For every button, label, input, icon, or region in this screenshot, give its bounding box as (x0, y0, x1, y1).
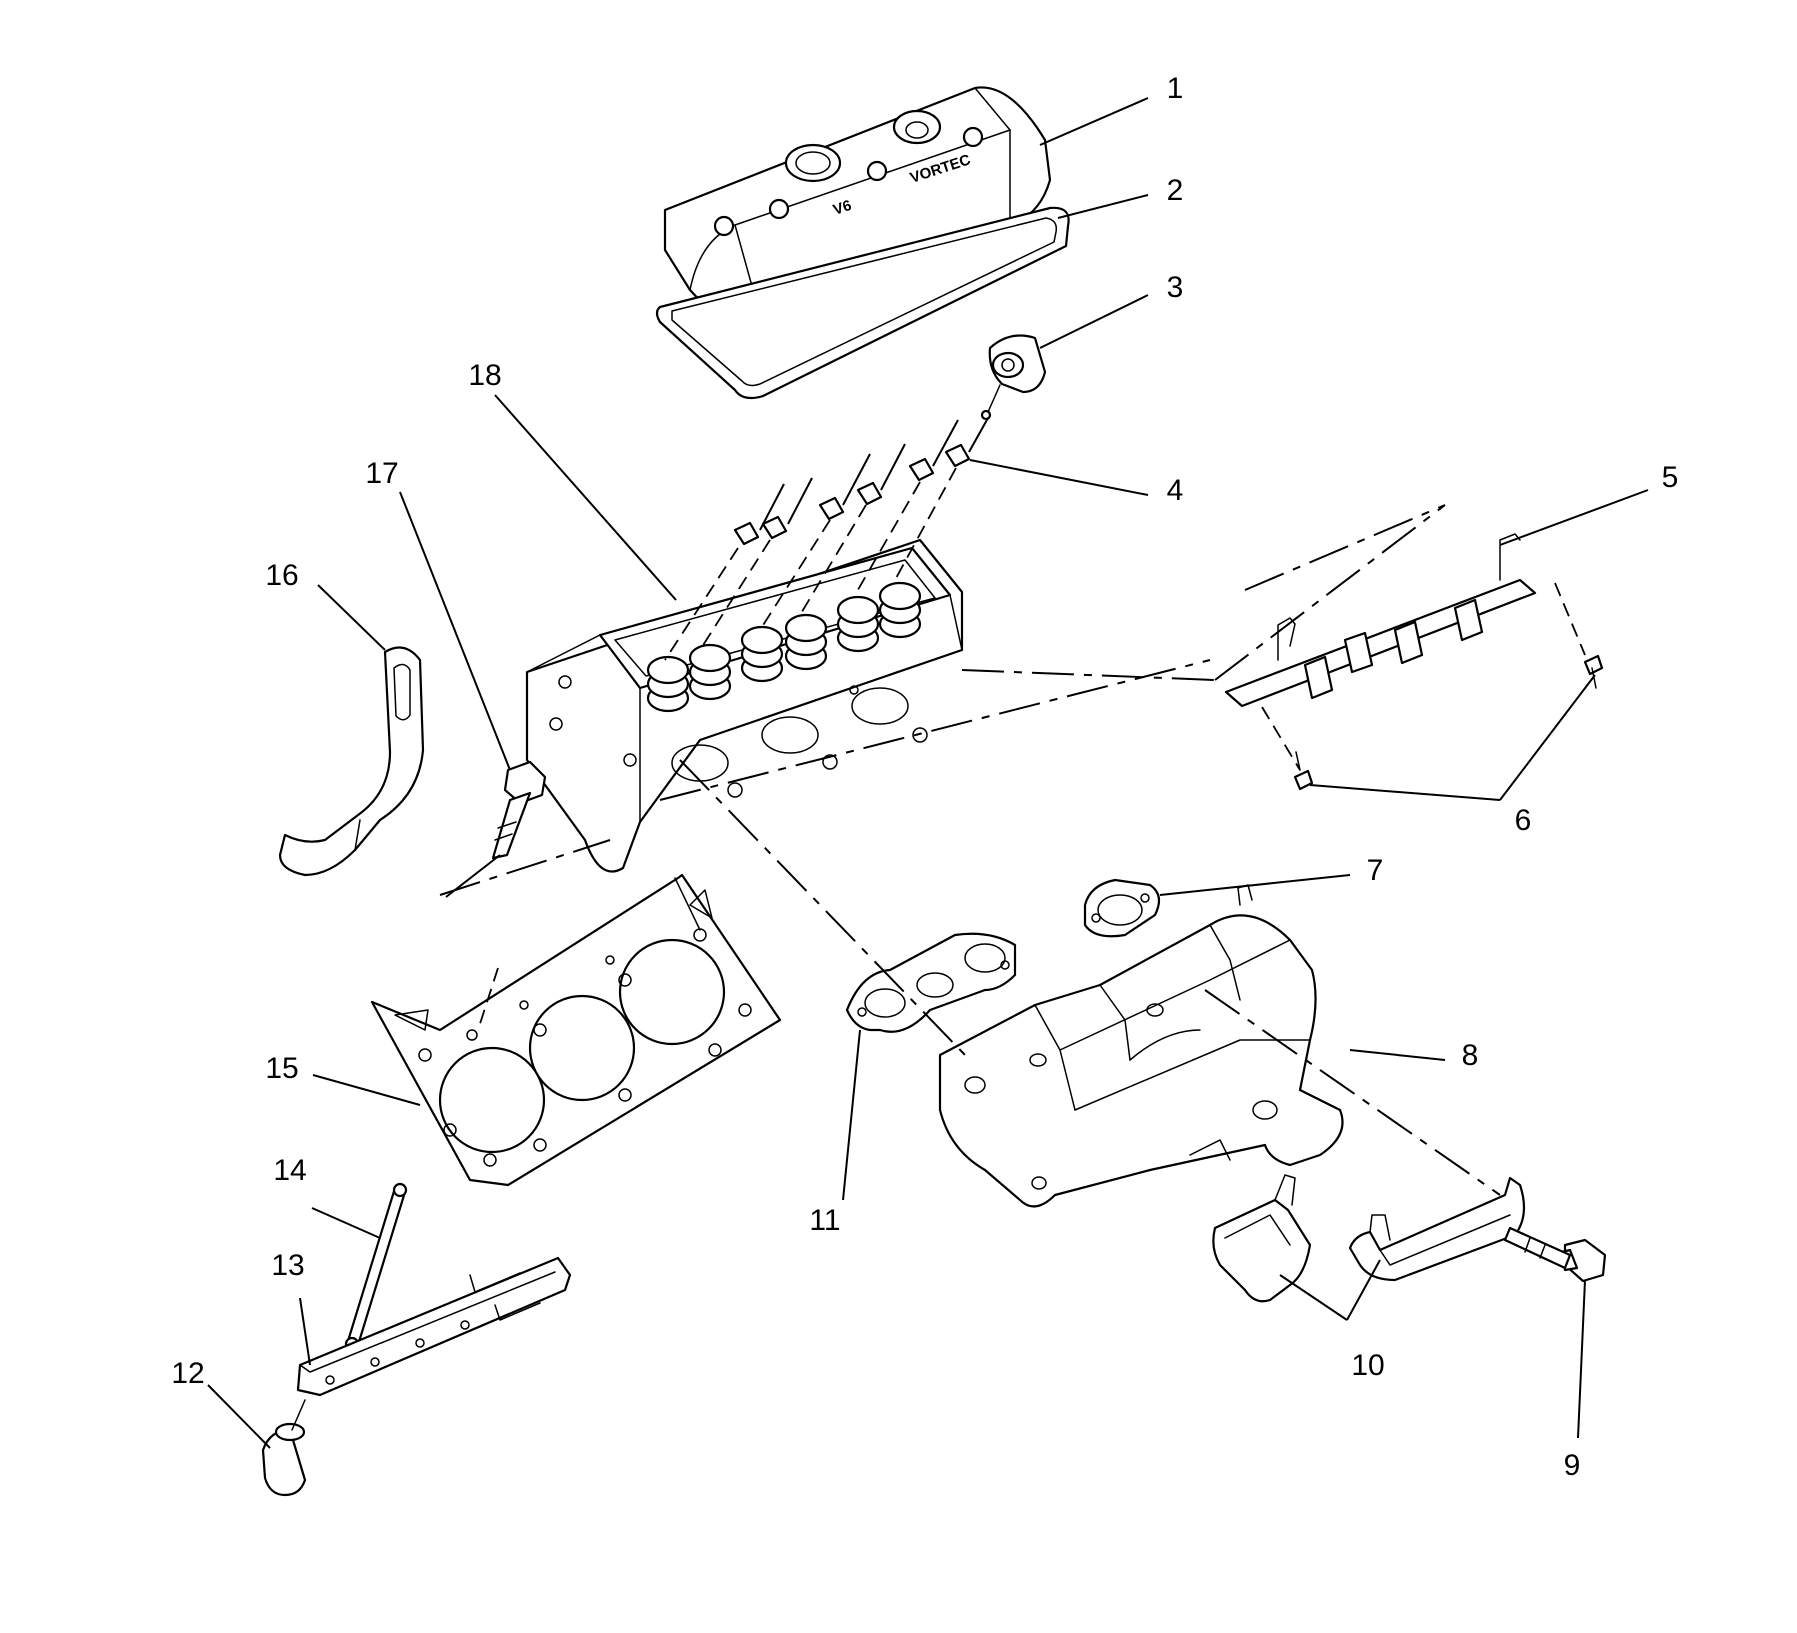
callout-8: 8 (1462, 1039, 1479, 1072)
part-lift-bracket (278, 646, 425, 877)
part-heat-shield-right (1348, 1176, 1526, 1282)
callout-9: 9 (1564, 1449, 1581, 1482)
part-valve-lifter (261, 1399, 307, 1497)
callout-1: 1 (1167, 72, 1184, 105)
part-rocker-arm (980, 334, 1047, 421)
part-valve-stem-keys (733, 417, 989, 546)
part-manifold-bolt (1503, 1226, 1607, 1283)
callout-17: 17 (365, 457, 398, 490)
callout-16: 16 (265, 559, 298, 592)
callout-18: 18 (468, 359, 501, 392)
part-head-gasket (370, 873, 782, 1187)
callout-11: 11 (809, 1204, 840, 1237)
cover-emboss-v6: V6 (831, 197, 854, 219)
callout-4: 4 (1167, 474, 1184, 507)
valve-springs (646, 581, 922, 713)
part-cylinder-head (525, 538, 964, 873)
part-head-bolt (491, 760, 547, 860)
part-push-rod-guide (296, 1256, 572, 1397)
part-heat-shield-left (1212, 1174, 1312, 1303)
callout-7: 7 (1367, 854, 1384, 887)
part-exhaust-manifold-gasket (845, 932, 1017, 1033)
callout-15: 15 (265, 1052, 298, 1085)
part-fuel-rail-bracket (1224, 533, 1604, 791)
callout-12: 12 (171, 1357, 204, 1390)
callout-13: 13 (271, 1249, 304, 1282)
assembly-centerlines (439, 467, 1586, 1196)
part-exhaust-gasket-small (1083, 878, 1161, 938)
callout-leaders (207, 97, 1649, 1449)
part-rocker-cover-gasket (655, 206, 1070, 400)
callout-5: 5 (1662, 461, 1679, 494)
callout-2: 2 (1167, 174, 1184, 207)
callout-3: 3 (1167, 271, 1184, 304)
part-exhaust-manifold (938, 884, 1344, 1208)
part-valve-rocker-cover: V6 VORTEC (663, 86, 1052, 319)
callout-10: 10 (1351, 1349, 1384, 1382)
callout-6: 6 (1515, 804, 1532, 837)
callout-labels: 1 2 3 4 5 6 7 8 9 10 11 12 13 14 15 16 1… (171, 72, 1678, 1482)
callout-14: 14 (273, 1154, 306, 1187)
